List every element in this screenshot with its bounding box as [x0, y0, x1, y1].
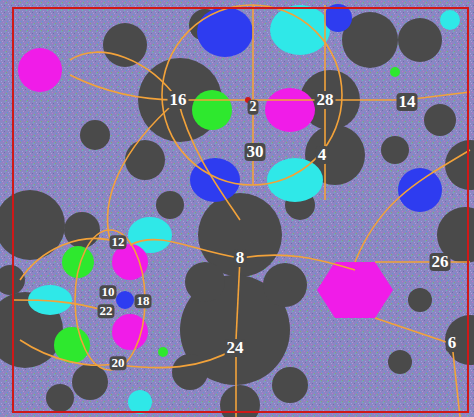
callout-number: 30 — [245, 143, 266, 161]
grey-disk — [272, 367, 308, 403]
color-region — [158, 347, 168, 357]
orange-curve — [14, 5, 470, 417]
orange-curve — [178, 100, 240, 220]
grey-disk — [263, 263, 307, 307]
callout-number: 10 — [100, 285, 117, 299]
callout-number: 2 — [248, 100, 259, 115]
color-region — [18, 4, 460, 414]
color-region — [112, 314, 148, 350]
orange-curve — [162, 5, 342, 185]
callout-number: 28 — [315, 91, 336, 109]
callout-number: 4 — [316, 146, 329, 164]
callout-number: 14 — [397, 93, 418, 111]
grey-disk — [388, 350, 412, 374]
grey-disk — [398, 18, 442, 62]
grey-disk — [125, 140, 165, 180]
orange-curve — [14, 300, 106, 311]
grey-disk — [0, 9, 474, 417]
orange-curve — [20, 238, 118, 280]
grey-disk — [424, 104, 456, 136]
orange-curve — [375, 318, 455, 345]
orange-curve — [240, 255, 355, 270]
orange-curve — [375, 261, 470, 263]
orange-curve — [70, 52, 178, 100]
grey-disk — [80, 120, 110, 150]
callout-number: 18 — [135, 294, 152, 308]
color-region — [270, 5, 330, 55]
orange-curve — [108, 100, 178, 240]
color-region — [116, 291, 134, 309]
color-region — [317, 262, 393, 318]
grey-disk — [156, 191, 184, 219]
color-region — [192, 90, 232, 130]
grey-disk — [381, 136, 409, 164]
grey-disk — [445, 315, 474, 365]
grey-disk — [103, 23, 147, 67]
color-region — [197, 7, 253, 57]
color-region — [265, 88, 315, 132]
callout-number: 6 — [446, 334, 459, 352]
callout-number: 8 — [234, 249, 247, 267]
orange-curve — [120, 348, 236, 368]
callout-number: 12 — [110, 235, 127, 249]
orange-curve — [452, 343, 460, 417]
callout-number: 20 — [110, 356, 127, 370]
callout-number: 16 — [168, 91, 189, 109]
color-region — [390, 67, 400, 77]
callout-number: 24 — [225, 339, 246, 357]
color-region — [190, 158, 240, 202]
orange-curve — [130, 240, 240, 258]
callout-number: 22 — [98, 304, 115, 318]
color-region — [440, 10, 460, 30]
grey-disk — [172, 354, 208, 390]
grey-disk — [408, 288, 432, 312]
callout-number: 26 — [430, 253, 451, 271]
grey-disk — [0, 190, 65, 260]
color-region — [128, 390, 152, 414]
orange-curve — [355, 150, 470, 262]
grey-disk — [46, 384, 74, 412]
color-region — [398, 168, 442, 212]
grey-disk — [445, 140, 474, 190]
orange-curve — [236, 258, 240, 340]
orange-curve — [235, 348, 237, 417]
color-region — [267, 158, 323, 202]
color-region — [18, 48, 62, 92]
orange-curve — [20, 340, 118, 365]
color-region — [54, 327, 90, 363]
frame-border — [13, 8, 468, 412]
grey-disk — [185, 262, 225, 302]
